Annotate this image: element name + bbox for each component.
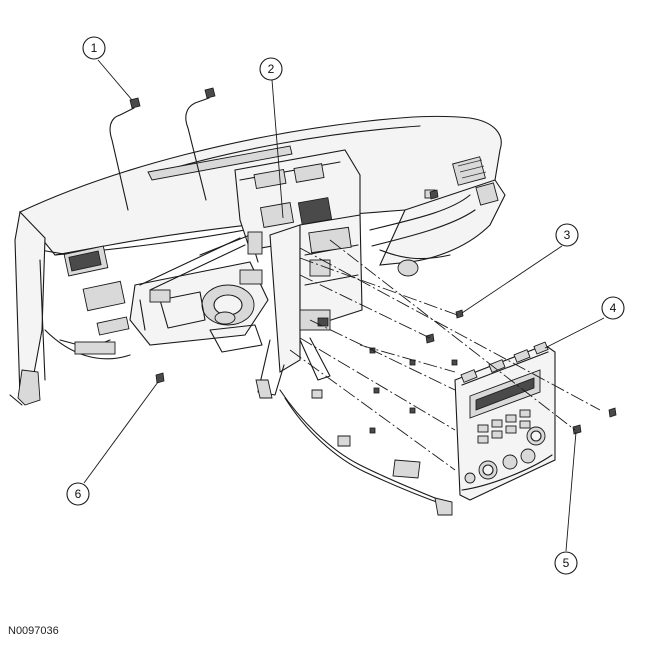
bolt-center xyxy=(425,333,435,344)
clip-item-3 xyxy=(455,309,464,319)
callout-2: 2 xyxy=(259,57,283,81)
center-finish-panel xyxy=(454,341,556,501)
steering-column-area xyxy=(129,231,269,353)
bolt-passenger xyxy=(429,189,439,200)
screw-item-5 xyxy=(572,424,582,435)
callout-2-label: 2 xyxy=(268,62,275,76)
callout-3: 3 xyxy=(555,223,579,247)
figure-id: N0097036 xyxy=(8,625,59,637)
callout-3-label: 3 xyxy=(564,228,571,242)
callout-5-label: 5 xyxy=(563,556,570,570)
callout-5: 5 xyxy=(554,551,578,575)
screw-right xyxy=(608,407,617,418)
callout-1-label: 1 xyxy=(91,41,98,55)
assembly-lines xyxy=(289,239,601,471)
bolt-item-6 xyxy=(155,372,165,384)
callout-1: 1 xyxy=(82,36,106,60)
fasteners xyxy=(109,87,617,435)
bolt-upper-center xyxy=(185,87,216,201)
callout-4: 4 xyxy=(601,296,625,320)
callout-leaders xyxy=(83,59,605,552)
callout-6-label: 6 xyxy=(75,487,82,501)
callout-6: 6 xyxy=(66,482,90,506)
panel-buttons xyxy=(477,409,531,444)
center-support-bracket xyxy=(255,214,453,516)
bolt-item-1 xyxy=(109,97,141,211)
callout-4-label: 4 xyxy=(610,301,617,315)
